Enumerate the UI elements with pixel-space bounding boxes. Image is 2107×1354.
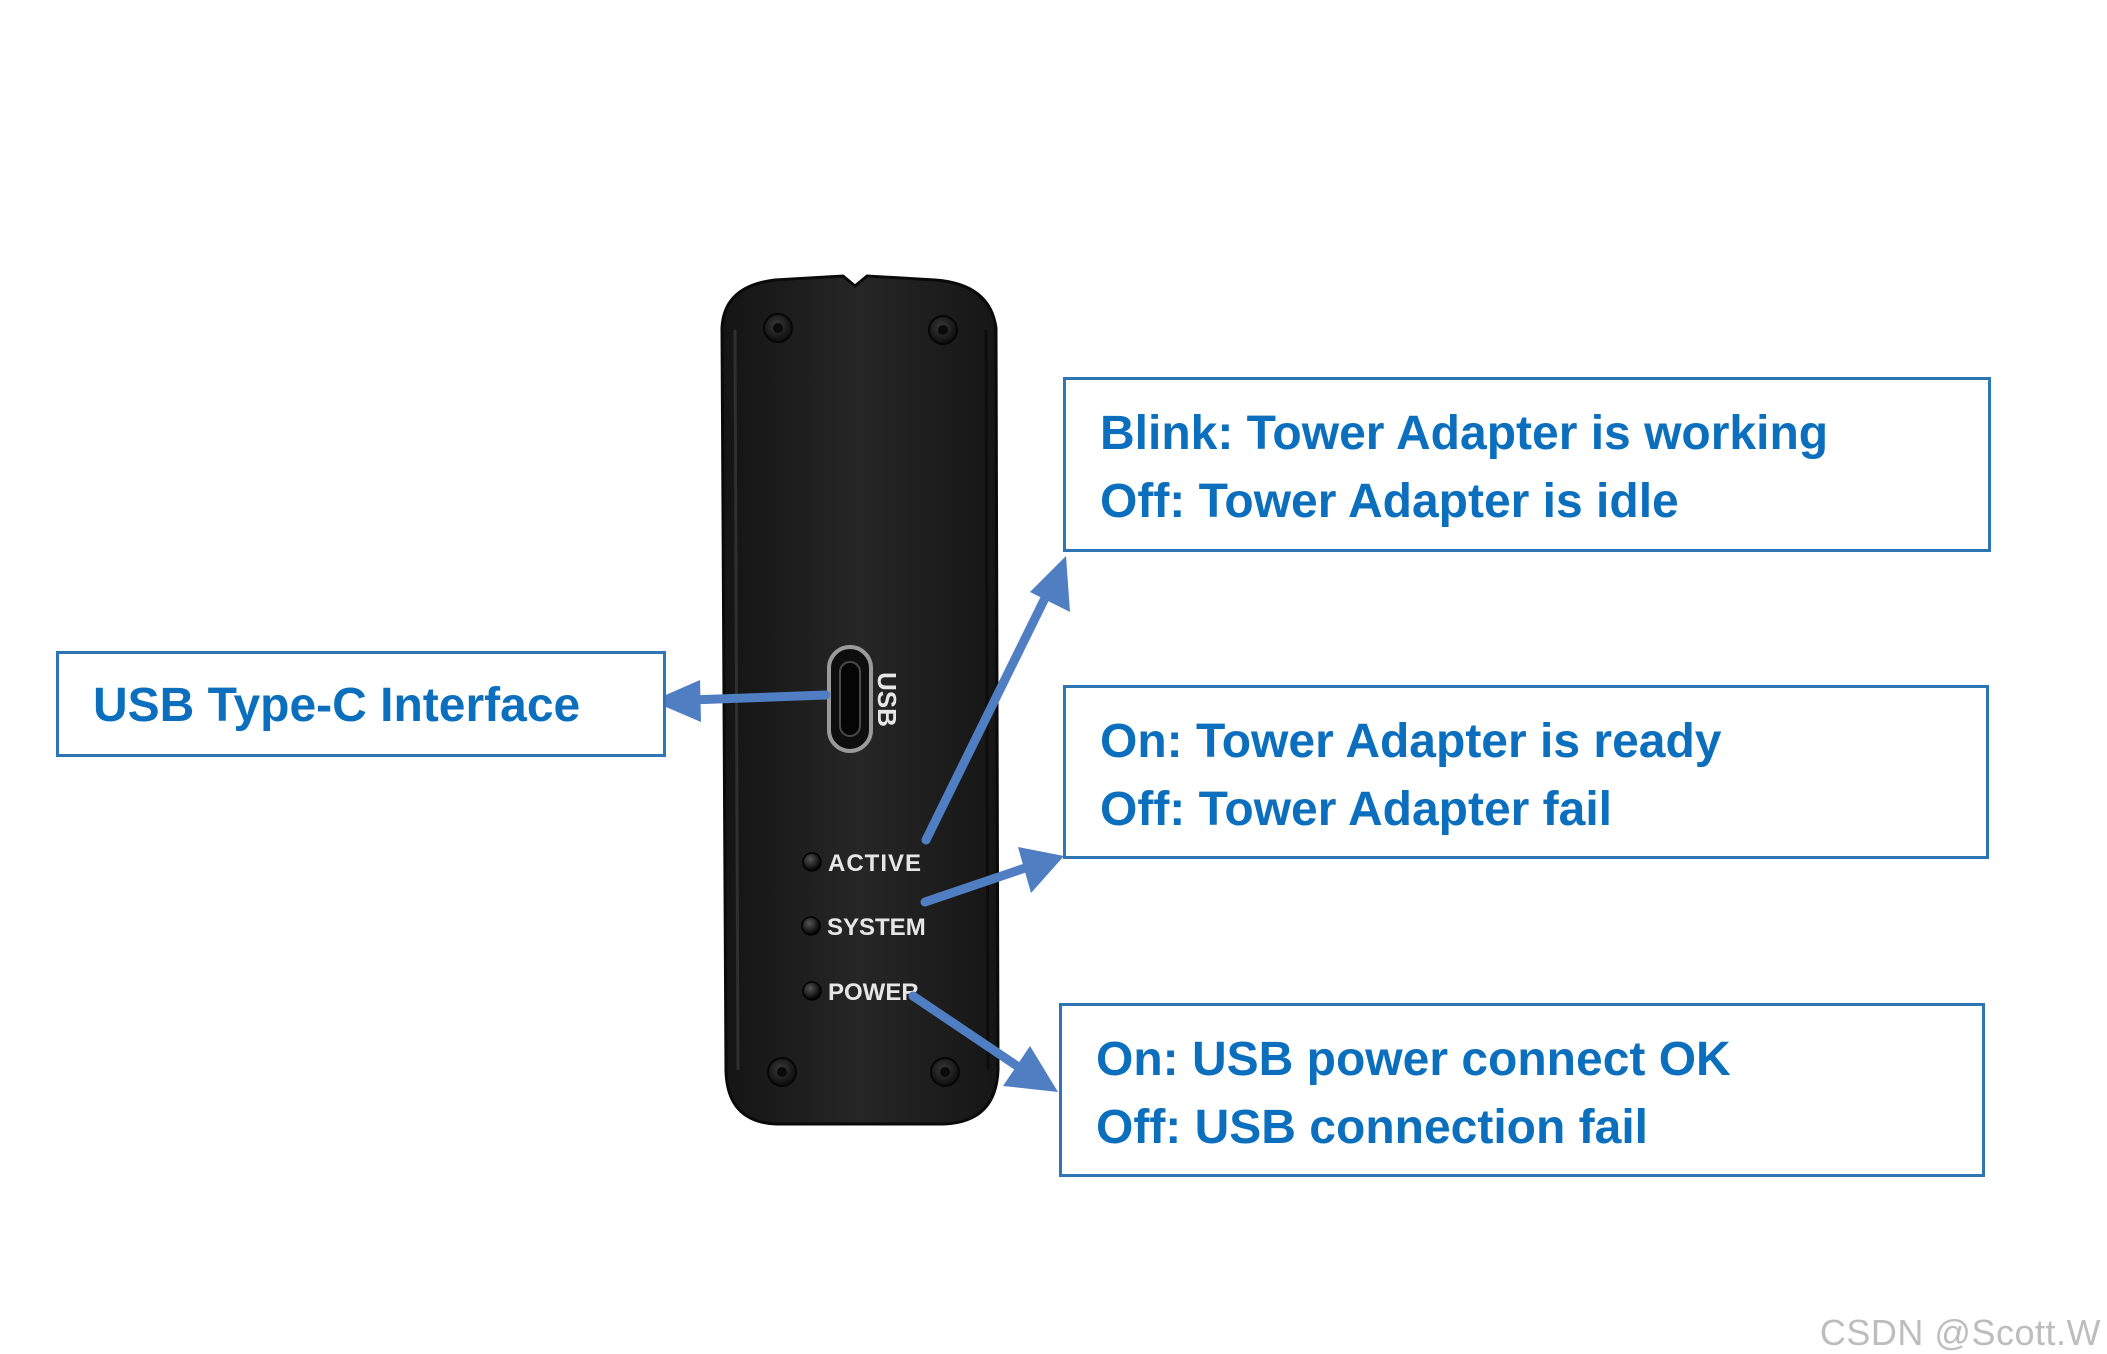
arrow-usb	[652, 680, 831, 722]
callout-system: On: Tower Adapter is ready Off: Tower Ad…	[1063, 685, 1989, 859]
led-label-active: ACTIVE	[828, 850, 922, 877]
watermark: CSDN @Scott.W	[1819, 1312, 2101, 1353]
screw-icon	[930, 1057, 960, 1087]
led-indicator-system	[801, 916, 821, 936]
usb-c-port-icon	[827, 645, 873, 753]
callout-usb-line-1: USB Type-C Interface	[93, 679, 581, 732]
callout-system-line-2: Off: Tower Adapter fail	[1100, 783, 1613, 836]
arrow-active	[921, 556, 1070, 845]
arrow-power	[908, 991, 1058, 1092]
callout-power-line-1: On: USB power connect OK	[1096, 1033, 1731, 1086]
callout-power: On: USB power connect OK Off: USB connec…	[1059, 1003, 1985, 1177]
screw-icon	[763, 313, 793, 343]
callout-system-line-1: On: Tower Adapter is ready	[1100, 715, 1722, 768]
screw-icon	[767, 1057, 797, 1087]
callout-active: Blink: Tower Adapter is working Off: Tow…	[1063, 377, 1991, 552]
callout-active-line-2: Off: Tower Adapter is idle	[1100, 475, 1679, 528]
usb-port-label: USB	[872, 672, 902, 727]
led-label-power: POWER	[828, 979, 919, 1006]
led-label-system: SYSTEM	[827, 914, 926, 941]
callout-usb: USB Type-C Interface	[56, 651, 666, 757]
led-indicator-power	[802, 981, 822, 1001]
callout-power-line-2: Off: USB connection fail	[1096, 1101, 1648, 1154]
arrow-system	[920, 847, 1064, 907]
screw-icon	[928, 315, 958, 345]
callout-active-line-1: Blink: Tower Adapter is working	[1100, 407, 1829, 460]
led-indicator-active	[802, 852, 822, 872]
